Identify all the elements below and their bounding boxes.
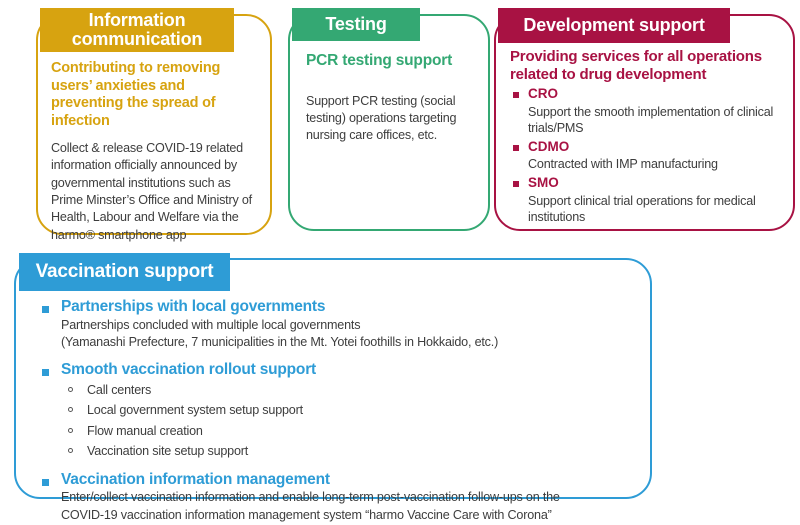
list-item: CDMO bbox=[510, 139, 783, 156]
card-header-information-communication: Information communication bbox=[40, 8, 234, 52]
vaccination-item-rollout: Smooth vaccination rollout support Call … bbox=[36, 361, 634, 461]
testing-subtitle: PCR testing support bbox=[306, 52, 453, 69]
testing-body: Support PCR testing (social testing) ope… bbox=[306, 93, 457, 143]
square-bullet-icon bbox=[42, 478, 49, 486]
body-line: (Yamanashi Prefecture, 7 municipalities … bbox=[61, 335, 499, 350]
bullet-term: CDMO bbox=[528, 138, 570, 154]
circle-bullet-icon bbox=[68, 448, 73, 454]
bullet-desc: Contracted with IMP manufacturing bbox=[528, 157, 718, 172]
list-item: Smooth vaccination rollout support bbox=[36, 361, 634, 380]
sub-list-item: Vaccination site setup support bbox=[68, 441, 634, 461]
bullet-desc: Support clinical trial operations for me… bbox=[528, 193, 756, 225]
circle-bullet-icon bbox=[68, 386, 73, 392]
vaccination-body: Enter/collect vaccination information an… bbox=[61, 489, 634, 525]
card-development-support: Development support Providing services f… bbox=[494, 8, 795, 231]
sub-item-label: Call centers bbox=[87, 382, 152, 397]
card-header-development-support: Development support bbox=[498, 8, 730, 43]
card-title: Information communication bbox=[71, 9, 203, 49]
vaccination-heading: Vaccination information management bbox=[61, 470, 330, 488]
info-body: Collect & release COVID-19 related infor… bbox=[51, 140, 252, 242]
square-bullet-icon bbox=[513, 92, 519, 98]
vaccination-item-information-management: Vaccination information management Enter… bbox=[36, 471, 634, 525]
sub-item-label: Flow manual creation bbox=[87, 423, 203, 438]
card-vaccination-support: Vaccination support Partnerships with lo… bbox=[14, 253, 652, 522]
list-item: Vaccination information management bbox=[36, 471, 634, 490]
vaccination-item-partnerships: Partnerships with local governments Part… bbox=[36, 298, 634, 352]
list-item: CRO bbox=[510, 86, 783, 103]
card-header-vaccination-support: Vaccination support bbox=[19, 253, 230, 291]
slide: { "palette": { "gold": "#D7A310", "green… bbox=[14, 8, 795, 522]
card-header-testing: Testing bbox=[292, 8, 420, 41]
body-line: Partnerships concluded with multiple loc… bbox=[61, 317, 361, 332]
card-information-communication: Information communication Contributing t… bbox=[36, 8, 272, 242]
square-bullet-icon bbox=[513, 180, 519, 187]
sub-list-item: Call centers bbox=[68, 380, 634, 400]
bullet-term: CRO bbox=[528, 86, 558, 101]
bullet-desc: Support the smooth implementation of cli… bbox=[528, 104, 774, 136]
body-line: COVID-19 vaccination information managem… bbox=[61, 507, 552, 522]
sub-item-label: Vaccination site setup support bbox=[87, 444, 249, 459]
circle-bullet-icon bbox=[68, 407, 73, 413]
list-item: Partnerships with local governments bbox=[36, 298, 634, 317]
card-title: Development support bbox=[523, 14, 705, 35]
square-bullet-icon bbox=[42, 369, 49, 377]
sub-list-item: Local government system setup support bbox=[68, 400, 634, 420]
vaccination-heading: Partnerships with local governments bbox=[61, 298, 326, 315]
list-item: SMO bbox=[510, 175, 783, 192]
body-line: Enter/collect vaccination information an… bbox=[61, 490, 560, 505]
bullet-term: SMO bbox=[528, 174, 559, 190]
sub-list-item: Flow manual creation bbox=[68, 421, 634, 441]
vaccination-heading: Smooth vaccination rollout support bbox=[61, 361, 316, 379]
square-bullet-icon bbox=[42, 306, 49, 313]
development-subtitle: Providing services for all operations re… bbox=[510, 48, 762, 83]
card-title: Testing bbox=[325, 13, 387, 34]
card-testing: Testing PCR testing support Support PCR … bbox=[288, 8, 490, 231]
sub-item-label: Local government system setup support bbox=[87, 403, 303, 418]
square-bullet-icon bbox=[513, 144, 519, 151]
vaccination-body: Partnerships concluded with multiple loc… bbox=[61, 317, 634, 353]
card-title: Vaccination support bbox=[35, 260, 214, 282]
circle-bullet-icon bbox=[68, 427, 73, 433]
info-subtitle: Contributing to removing users’ anxietie… bbox=[51, 60, 221, 130]
